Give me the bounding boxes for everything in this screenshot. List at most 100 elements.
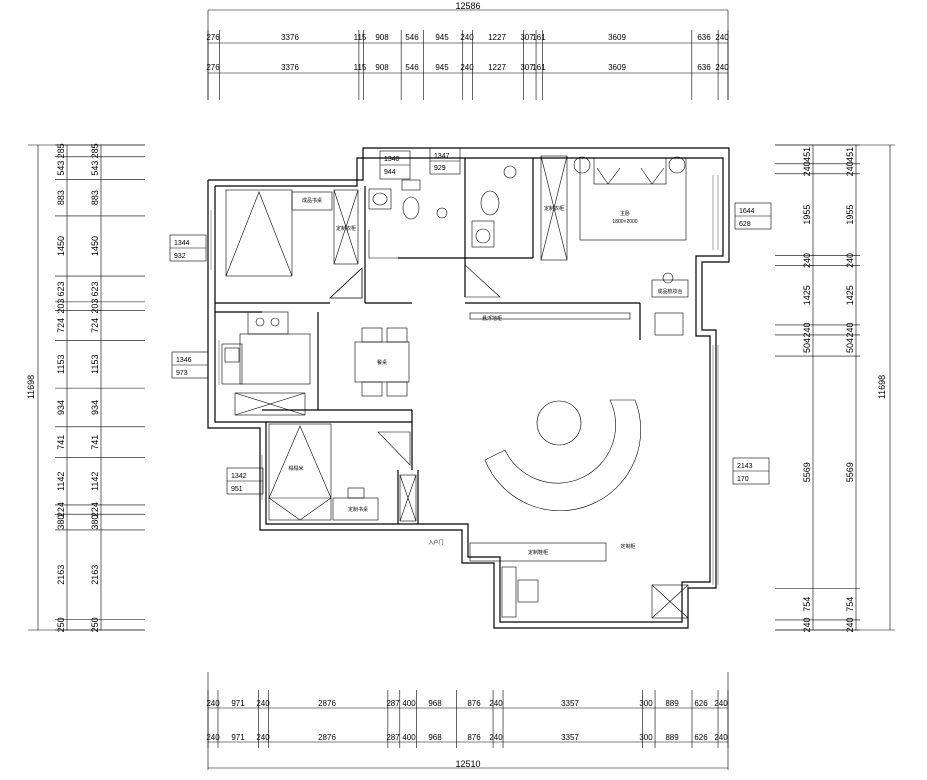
bottom-dim-10: 3357: [561, 699, 579, 708]
label-cabinet: 定制鞋柜: [528, 549, 548, 556]
bottom-dim2-6: 400: [402, 733, 416, 742]
shower-head-icon: [503, 165, 517, 179]
right-dim-2-7: 504: [845, 338, 855, 353]
window-tag-3: 1344 932: [169, 234, 207, 262]
top-dim2-12: 636: [697, 63, 711, 72]
right-dim-1-10: 240: [802, 617, 812, 632]
bottom-dim-3: 240: [256, 699, 270, 708]
bottom-total-label: 12510: [455, 759, 480, 769]
sink-icon: [372, 192, 388, 206]
sofa-icon: [484, 399, 642, 512]
left-dim-1-2: 543: [56, 161, 66, 176]
bottom-dim-7: 968: [428, 699, 442, 708]
window-tag-1: 1340 944: [379, 150, 411, 180]
top-dim2-5: 546: [405, 63, 419, 72]
tag7-a: 2143: [737, 463, 753, 470]
top-dim-1: 276: [206, 33, 220, 42]
label-bed-size: 1800×2000: [612, 219, 637, 225]
left-dim-1-13: 380: [56, 515, 66, 530]
right-dim-2-10: 240: [845, 617, 855, 632]
top-dim-3: 115: [354, 33, 367, 42]
tag3-a: 1344: [174, 240, 190, 247]
top-dim-6: 945: [435, 33, 449, 42]
right-dim-1-4: 240: [802, 253, 812, 268]
stove-burner-2-icon: [270, 317, 280, 327]
left-dim-1-5: 623: [56, 281, 66, 296]
tag4-a: 1346: [176, 357, 192, 364]
left-dim-2-11: 1142: [90, 472, 100, 491]
left-dim-1-4: 1450: [56, 236, 66, 256]
label-dining: 餐桌: [377, 359, 387, 366]
window-tag-7: 2143 170: [732, 457, 770, 485]
top-dim2-7: 240: [460, 63, 474, 72]
bottom-dim-6: 400: [402, 699, 416, 708]
left-dim-1-15: 250: [56, 617, 66, 632]
tag5-b: 951: [231, 486, 243, 493]
bottom-dim-9: 240: [489, 699, 503, 708]
left-dim-2-14: 2163: [90, 565, 100, 585]
left-dim-2-10: 741: [90, 435, 100, 450]
label-wardrobe-master: 定制衣柜: [544, 205, 564, 212]
left-dim-2-13: 380: [90, 515, 100, 530]
tag4-b: 973: [176, 370, 188, 377]
top-dim2-10: 161: [532, 63, 546, 72]
stove-burner-1-icon: [255, 317, 265, 327]
bottom-dimensions: 12510 240 971 240 2876 287 400 968 876 2…: [206, 672, 729, 770]
right-dim-1-7: 504: [802, 338, 812, 353]
left-dim-1-6: 203: [56, 299, 66, 314]
label-desk-bottom: 定制书桌: [348, 506, 368, 513]
right-dim-2-1: 451: [845, 147, 855, 162]
top-dimensions: 12586 276 3376 115 908 546 945 240 1227 …: [206, 1, 729, 100]
toilet-icon: [402, 196, 420, 220]
left-dim-1-9: 934: [56, 400, 66, 415]
top-dim-9: 307: [520, 33, 534, 42]
lamp-left-icon: [573, 156, 591, 174]
right-dim-1-8: 5569: [802, 462, 812, 482]
sink2-icon: [475, 228, 491, 244]
top-dim2-1: 276: [206, 63, 220, 72]
right-dim-1-3: 1955: [802, 205, 812, 225]
bottom-dim-1: 240: [206, 699, 220, 708]
entrance: 入户门 定制鞋柜 定制柜: [428, 539, 689, 619]
right-dim-1-9: 754: [802, 597, 812, 612]
label-tatami: 榻榻米: [288, 465, 303, 472]
bottom-dim2-9: 240: [489, 733, 503, 742]
left-total-label: 11698: [26, 375, 36, 399]
bottom-dim2-8: 876: [467, 733, 481, 742]
label-wall-cab: 定制柜: [620, 543, 635, 550]
left-dim-2-12: 224: [90, 502, 100, 517]
kitchen-sink-icon: [224, 347, 240, 363]
shower-icon: [436, 207, 448, 219]
top-dim-8: 1227: [488, 33, 506, 42]
top-dim-7: 240: [460, 33, 474, 42]
tag5-a: 1342: [231, 473, 247, 480]
right-dim-1-6: 240: [802, 322, 812, 337]
right-dim-2-5: 1425: [845, 285, 855, 305]
tag1-b: 944: [384, 169, 396, 176]
master-bedroom: 定制衣柜 主卧 1800×2000 成品梳妆台: [540, 155, 689, 298]
bottom-dim-2: 971: [231, 699, 245, 708]
top-dim-10: 161: [532, 33, 546, 42]
right-dim-2-2: 240: [845, 161, 855, 176]
right-dim-2-3: 1955: [845, 205, 855, 225]
left-dim-2-5: 623: [90, 281, 100, 296]
left-dim-2-9: 934: [90, 400, 100, 415]
top-dim2-3: 115: [354, 63, 367, 72]
bottom-dim-11: 300: [639, 699, 653, 708]
left-dim-2-2: 543: [90, 161, 100, 176]
bottom-dim2-3: 240: [256, 733, 270, 742]
bottom-dim2-2: 971: [231, 733, 245, 742]
left-dim-2-3: 883: [90, 190, 100, 205]
label-entrance: 入户门: [428, 539, 443, 546]
left-dim-1-8: 1153: [56, 355, 66, 374]
window-tag-6: 1644 628: [734, 202, 772, 230]
window-tag-4: 1346 973: [171, 351, 209, 379]
left-dim-2-8: 1153: [90, 355, 100, 374]
left-dim-2-4: 1450: [90, 236, 100, 256]
left-dim-1-7: 724: [56, 318, 66, 333]
kids-room: 榻榻米 定制书桌: [268, 423, 417, 522]
walls: [207, 147, 730, 629]
top-dim2-2: 3376: [281, 63, 299, 72]
